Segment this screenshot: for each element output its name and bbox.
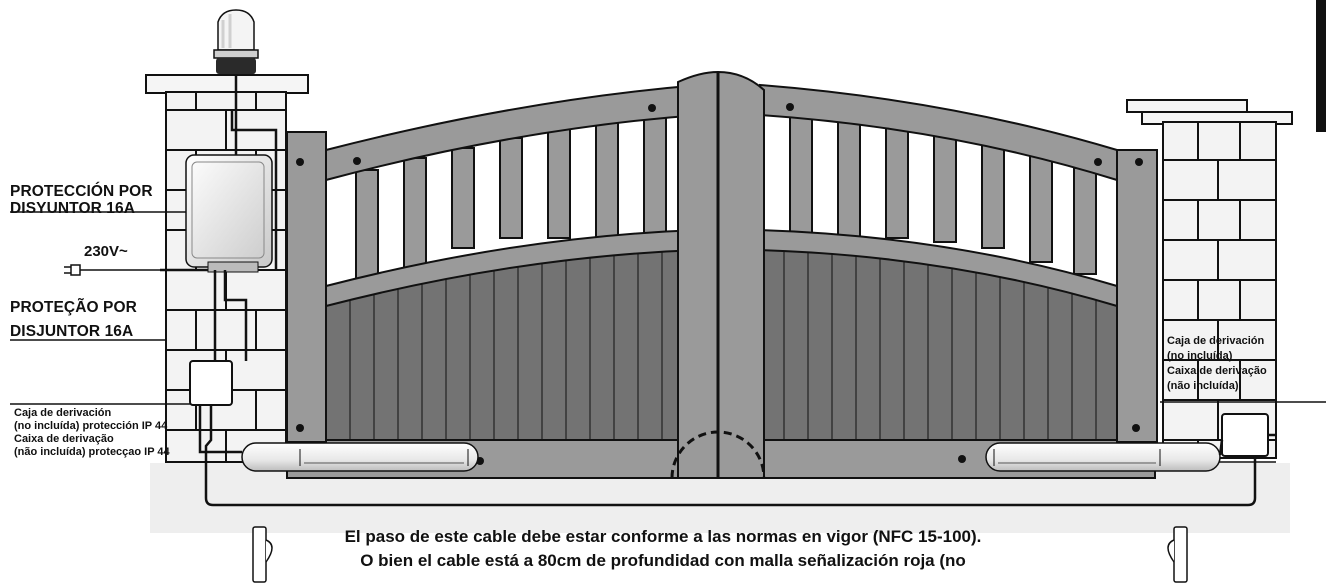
gate bbox=[286, 70, 1158, 479]
right-junction-label-line1: Caja de derivación bbox=[1167, 335, 1265, 347]
right-junction-label-line3: Caixa de derivação bbox=[1167, 365, 1267, 377]
gate-bolts bbox=[296, 103, 1143, 465]
voltage-label: 230V~ bbox=[84, 243, 128, 260]
right-motor bbox=[985, 442, 1221, 472]
cable-standard-note: El paso de este cable debe estar conform… bbox=[0, 525, 1326, 573]
control-box bbox=[185, 154, 273, 273]
protection-label-pt-line1: PROTEÇÃO POR bbox=[10, 299, 137, 316]
left-junction-box bbox=[189, 360, 233, 406]
left-junction-label-line3: Caixa de derivação bbox=[14, 433, 114, 445]
protection-label-pt-line2: DISJUNTOR 16A bbox=[10, 323, 134, 340]
right-hinge-stile bbox=[1116, 149, 1158, 443]
cables bbox=[160, 74, 1276, 507]
left-motor bbox=[241, 442, 479, 472]
ground-stop-dashed bbox=[670, 430, 766, 479]
right-junction-box bbox=[1221, 413, 1269, 457]
left-hinge-stile bbox=[286, 131, 327, 443]
left-photocell bbox=[252, 526, 273, 583]
center-stile-right bbox=[717, 70, 765, 479]
center-stile-left bbox=[677, 70, 719, 479]
right-photocell bbox=[1167, 526, 1188, 583]
page-corner-mark bbox=[1316, 0, 1326, 132]
cable-note-line2: O bien el cable está a 80cm de profundid… bbox=[360, 551, 966, 570]
right-junction-label-line2: (no incluída) bbox=[1167, 350, 1233, 362]
left-junction-label-line4: (não incluída) protecçao IP 44 bbox=[14, 446, 170, 458]
protection-label-es-line1: PROTECCIÓN POR bbox=[10, 183, 153, 200]
warning-light bbox=[213, 9, 259, 74]
power-plug-icon bbox=[64, 264, 170, 276]
label-leaders bbox=[10, 211, 1326, 405]
cable-note-line1: El paso de este cable debe estar conform… bbox=[344, 527, 982, 546]
left-junction-label-line2: (no incluída) protección IP 44 bbox=[14, 420, 168, 432]
right-junction-label-line4: (não incluída) bbox=[1167, 380, 1239, 392]
left-junction-label-line1: Caja de derivación bbox=[14, 407, 112, 419]
protection-label-es-line2: DISYUNTOR 16A bbox=[10, 200, 136, 217]
